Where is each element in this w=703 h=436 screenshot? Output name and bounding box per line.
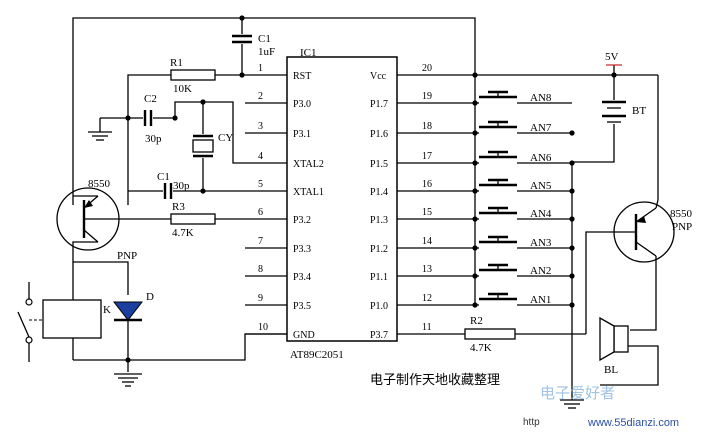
relay-ref: K bbox=[103, 304, 111, 316]
ic-pin-name-right: P1.4 bbox=[370, 187, 388, 198]
ic-pin-name-left: P3.5 bbox=[293, 301, 311, 312]
q-right-type: PNP bbox=[672, 221, 692, 233]
speaker-ref: BL bbox=[604, 364, 618, 376]
pushbutton: AN7 bbox=[397, 120, 575, 136]
ic-pin-num-left: 6 bbox=[258, 207, 263, 218]
r3-ref: R3 bbox=[172, 201, 185, 213]
watermark-cn: 电子爱好者 bbox=[540, 384, 615, 402]
ic-pin-num-left: 9 bbox=[258, 293, 263, 304]
diode-type: PNP bbox=[117, 250, 137, 262]
ic-pin-name-right: P3.7 bbox=[370, 330, 388, 341]
pushbutton: AN3 bbox=[397, 235, 575, 251]
r1-val: 10K bbox=[173, 83, 192, 95]
ic-pin-name-right: P1.6 bbox=[370, 129, 388, 140]
ic-pin-num-right: 18 bbox=[422, 121, 432, 132]
ic-pin-name-right: P1.7 bbox=[370, 99, 388, 110]
crystal-network: C2 30p CY C1 30p bbox=[88, 93, 287, 199]
ic-pin-num-left: 7 bbox=[258, 236, 263, 247]
q-left-val: 8550 bbox=[88, 178, 111, 190]
crystal-cy bbox=[192, 139, 214, 153]
watermark-http: http bbox=[523, 417, 540, 428]
ic-pin-num-left: 10 bbox=[258, 322, 268, 333]
diode-ref: D bbox=[146, 291, 154, 303]
ic-pin-num-left: 2 bbox=[258, 91, 263, 102]
ic-pin-num-right: 14 bbox=[422, 236, 432, 247]
power-supply: 5V BT bbox=[475, 51, 658, 163]
ic-pin-name-right: P1.0 bbox=[370, 301, 388, 312]
button-label: AN5 bbox=[530, 180, 552, 192]
ic-pin-num-right: 20 bbox=[422, 63, 432, 74]
ic-pin-name-right: P1.3 bbox=[370, 215, 388, 226]
c1-low-ref: C1 bbox=[157, 171, 170, 183]
ic-pin-name-left: P3.0 bbox=[293, 99, 311, 110]
speaker-bl bbox=[613, 325, 629, 353]
pushbutton: AN8 bbox=[397, 90, 572, 106]
button-label: AN6 bbox=[530, 152, 552, 164]
ic-pin-name-left: RST bbox=[293, 71, 311, 82]
c1-low-val: 30p bbox=[173, 180, 190, 192]
ic-pin-num-right: 17 bbox=[422, 151, 432, 162]
ic-pin-name-left: XTAL1 bbox=[293, 187, 324, 198]
r1-ref: R1 bbox=[170, 57, 183, 69]
ic-pin-name-left: P3.2 bbox=[293, 215, 311, 226]
watermark-url: www.55dianzi.com bbox=[587, 417, 679, 429]
ic-pin-name-right: P1.2 bbox=[370, 244, 388, 255]
r2-ref: R2 bbox=[470, 315, 483, 327]
ic-pin-num-left: 3 bbox=[258, 121, 263, 132]
c1-top-ref: C1 bbox=[258, 33, 271, 45]
ic-pin-name-right: Vcc bbox=[370, 71, 387, 82]
relay-section: K PNP D bbox=[17, 250, 287, 387]
battery-ref: BT bbox=[632, 105, 646, 117]
ic-pin-name-right: P1.1 bbox=[370, 272, 388, 283]
button-label: AN3 bbox=[530, 237, 552, 249]
ic-pin-name-left: GND bbox=[293, 330, 315, 341]
relay-k bbox=[42, 299, 102, 339]
reset-network: C1 1uF R1 10K bbox=[72, 15, 478, 205]
button-label: AN1 bbox=[530, 294, 551, 306]
c1-top-val: 1uF bbox=[258, 46, 275, 58]
r1-resistor bbox=[170, 69, 216, 81]
ic-pin-num-left: 8 bbox=[258, 264, 263, 275]
ic-pin-num-right: 12 bbox=[422, 293, 432, 304]
r2-val: 4.7K bbox=[470, 342, 492, 354]
ic-pin-num-right: 19 bbox=[422, 91, 432, 102]
ic-pin-name-right: P1.5 bbox=[370, 159, 388, 170]
ic-pin-name-left: XTAL2 bbox=[293, 159, 324, 170]
button-label: AN8 bbox=[530, 92, 552, 104]
ic1-ref: IC1 bbox=[300, 47, 317, 59]
diode-d bbox=[112, 301, 144, 321]
r3-resistor bbox=[170, 213, 216, 225]
pushbutton: AN5 bbox=[397, 178, 575, 194]
left-transistor-stage: 8550 R3 4.7K bbox=[56, 178, 287, 300]
pushbutton: AN1 bbox=[397, 292, 575, 308]
ic-pin-num-left: 1 bbox=[258, 63, 263, 74]
r3-val: 4.7K bbox=[172, 227, 194, 239]
ic-pin-name-left: P3.1 bbox=[293, 129, 311, 140]
ground-right bbox=[560, 399, 584, 409]
button-label: AN7 bbox=[530, 122, 552, 134]
r2-resistor bbox=[464, 328, 516, 340]
ic-pin-num-right: 11 bbox=[422, 322, 432, 333]
button-label: AN2 bbox=[530, 265, 551, 277]
ic-pin-num-left: 5 bbox=[258, 179, 263, 190]
c2-val: 30p bbox=[145, 133, 162, 145]
button-label: AN4 bbox=[530, 208, 552, 220]
ic-pin-num-right: 15 bbox=[422, 207, 432, 218]
caption: 电子制作天地收藏整理 bbox=[370, 373, 500, 388]
right-transistor-stage: 8550 PNP R2 4.7K BL bbox=[397, 75, 693, 386]
cy-ref: CY bbox=[218, 132, 233, 144]
ic1-part: AT89C2051 bbox=[290, 349, 344, 361]
ic-pin-num-left: 4 bbox=[258, 151, 263, 162]
supply-label: 5V bbox=[605, 51, 619, 63]
ic-pin-num-right: 16 bbox=[422, 179, 432, 190]
c2-ref: C2 bbox=[144, 93, 157, 105]
ic-pin-name-left: P3.4 bbox=[293, 272, 311, 283]
ic-pin-num-right: 13 bbox=[422, 264, 432, 275]
ic-pin-name-left: P3.3 bbox=[293, 244, 311, 255]
q-right-val: 8550 bbox=[670, 208, 693, 220]
